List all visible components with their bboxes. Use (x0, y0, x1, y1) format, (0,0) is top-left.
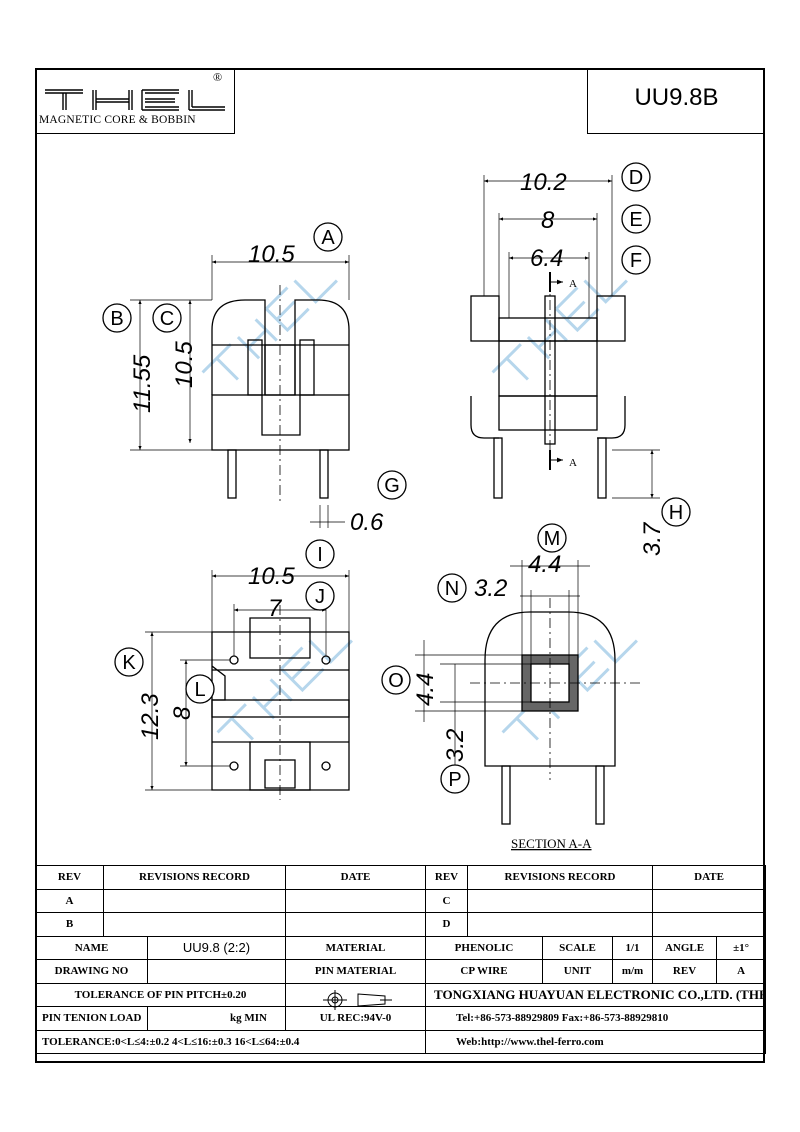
callout-M (537, 523, 567, 553)
scale-value: 1/1 (612, 935, 654, 960)
drawing-frame (35, 68, 765, 1063)
callout-A (313, 222, 343, 252)
rev-row-b: B (35, 912, 104, 937)
callout-E (621, 204, 651, 234)
callout-J-label: J (315, 586, 325, 608)
name-value: UU9.8 (2:2) (146, 935, 287, 960)
date-header-right: DATE (652, 865, 767, 890)
callout-M-label: M (544, 528, 561, 550)
callout-N (437, 573, 467, 603)
angle-label: ANGLE (652, 935, 718, 960)
callout-D (621, 162, 651, 192)
callout-P (440, 764, 470, 794)
callout-G (377, 470, 407, 500)
rev-row-a: A (35, 888, 104, 913)
front-view (211, 285, 350, 505)
ul-rec: UL REC:94V-0 (285, 1006, 427, 1031)
callout-I-label: I (317, 544, 323, 566)
callout-K-label: K (122, 652, 136, 674)
callout-N-label: N (445, 578, 459, 600)
callout-P-label: P (448, 769, 461, 791)
dim-D-value: 10.2 (520, 169, 567, 196)
callout-E-label: E (629, 209, 642, 231)
callout-O-label: O (388, 670, 404, 692)
callout-L (185, 674, 215, 704)
drawing-no-value (146, 959, 287, 984)
title-block: REV REVISIONS RECORD DATE REV REVISIONS … (34, 865, 767, 1054)
callout-G-label: G (384, 475, 400, 497)
section-marker-top: A (569, 278, 577, 290)
callout-A-label: A (321, 227, 335, 249)
section-label: SECTION A-A (511, 836, 592, 851)
rev-label: REV (652, 959, 718, 984)
logo-tagline: MAGNETIC CORE & BOBBIN (39, 114, 196, 126)
callout-H-label: H (669, 502, 683, 524)
callout-O (381, 665, 411, 695)
dim-N-value: 3.2 (474, 575, 507, 602)
drawing-no-label: DRAWING NO (35, 959, 148, 984)
callout-H (661, 497, 691, 527)
dim-G-value: 0.6 (350, 509, 384, 536)
company-name: TONGXIANG HUAYUAN ELECTRONIC CO.,LTD. (T… (425, 982, 767, 1007)
rev-header: REV (35, 865, 104, 890)
dim-J-value: 7 (268, 595, 283, 622)
section-view (470, 598, 640, 825)
dim-M-value: 4.4 (528, 551, 561, 578)
scale-label: SCALE (542, 935, 614, 960)
callout-C (152, 303, 182, 333)
callout-L-label: L (194, 679, 205, 701)
tolerance-note: TOLERANCE:0<L≤4:±0.2 4<L≤16:±0.3 16<L≤64… (34, 1029, 427, 1054)
registered-mark: ® (213, 70, 223, 84)
revisions-header-right: REVISIONS RECORD (467, 865, 654, 890)
rev-value: A (716, 959, 767, 984)
projection-cell (285, 982, 427, 1007)
angle-value: ±1° (716, 935, 767, 960)
callout-F-label: F (630, 250, 642, 272)
unit-value: m/m (612, 959, 654, 984)
callout-I (305, 539, 335, 569)
web-address: Web:http://www.thel-ferro.com (425, 1029, 767, 1054)
callout-C-label: C (160, 308, 174, 330)
part-number: UU9.8B (634, 84, 719, 111)
dim-I-value: 10.5 (248, 563, 295, 590)
dim-H-value: 3.7 (639, 521, 666, 556)
callout-K (114, 647, 144, 677)
dim-B-value: 11.55 (129, 354, 156, 413)
rev-row-d: D (425, 912, 469, 937)
dim-O-value: 4.4 (412, 673, 439, 706)
revisions-header: REVISIONS RECORD (102, 865, 287, 890)
pin-material-label: PIN MATERIAL (285, 959, 427, 984)
name-label: NAME (35, 935, 148, 960)
dim-E-value: 8 (541, 207, 555, 234)
callout-F (621, 245, 651, 275)
callout-J (305, 581, 335, 611)
rev-row-c: C (425, 888, 469, 913)
dim-F-value: 6.4 (530, 245, 563, 272)
callout-B-label: B (110, 308, 123, 330)
company-logo: ® MAGNETIC CORE & BOBBIN (35, 68, 235, 134)
dim-P-value: 3.2 (442, 729, 469, 762)
dim-K-value: 12.3 (137, 693, 164, 740)
thel-logo-wordmark (45, 89, 225, 111)
rev-header-right: REV (425, 865, 469, 890)
pin-material-value: CP WIRE (425, 959, 544, 984)
side-view (470, 280, 626, 499)
bottom-view (211, 605, 350, 800)
unit-label: UNIT (542, 959, 614, 984)
dim-C-value: 10.5 (171, 341, 198, 388)
callout-B (102, 303, 132, 333)
material-label: MATERIAL (285, 935, 427, 960)
tolerance-pin-pitch: TOLERANCE OF PIN PITCH±0.20 (34, 982, 287, 1007)
section-marker-bottom: A (569, 457, 577, 469)
date-header: DATE (285, 865, 427, 890)
dim-L-value: 8 (169, 706, 196, 720)
callout-D-label: D (629, 167, 643, 189)
part-number-box: UU9.8B (587, 68, 765, 134)
tel-fax: Tel:+86-573-88929809 Fax:+86-573-8892981… (425, 1006, 767, 1031)
dim-A-value: 10.5 (248, 241, 295, 268)
pin-tension-unit: kg MIN (146, 1006, 287, 1031)
pin-tension-label: PIN TENION LOAD (35, 1006, 148, 1031)
material-value: PHENOLIC (425, 935, 544, 960)
